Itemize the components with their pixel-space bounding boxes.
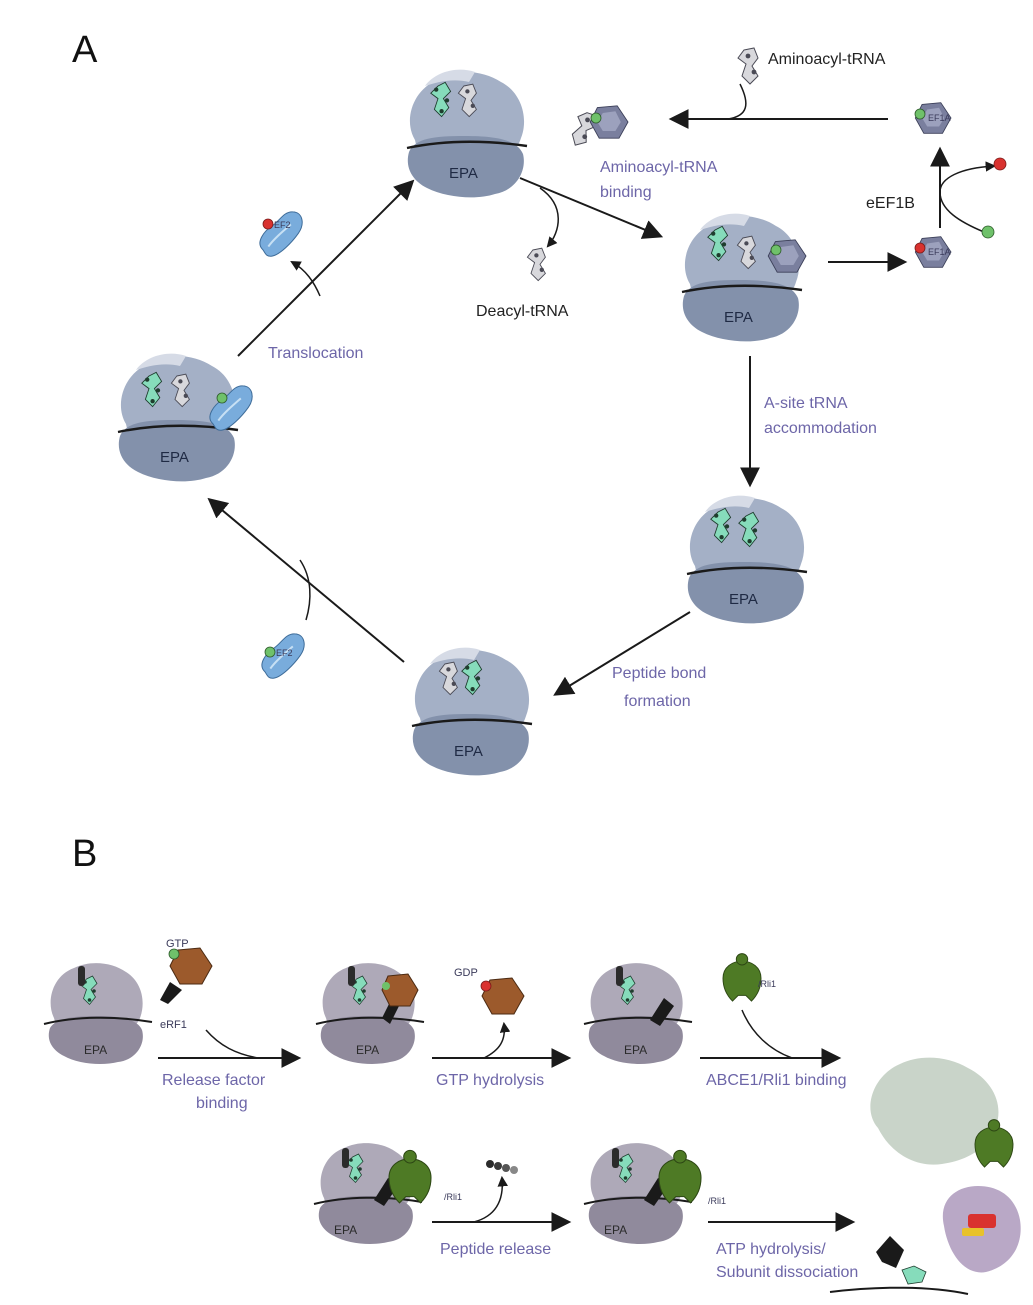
ef2-released: EF2 [254, 209, 309, 259]
init-factor-red [968, 1214, 996, 1228]
ef1a-free-top: EF1A [914, 102, 952, 134]
deacyl-trna [526, 247, 546, 282]
b-ribosome-3: EPA [583, 962, 693, 1065]
atp-hydrolysis-label-1: ATP hydrolysis/ [716, 1241, 826, 1258]
ribosome-left: EPA [116, 352, 259, 483]
site-label-top: EPA [449, 165, 478, 182]
arrow-abce1-join [741, 1009, 793, 1059]
site-label-bottom: EPA [454, 743, 483, 760]
gtp-label: GTP [166, 938, 189, 950]
b-ribosome-5: EPA [583, 1142, 702, 1245]
init-factor-yellow [962, 1228, 984, 1236]
arrow-ef2-join [299, 559, 311, 621]
ternary-complex [564, 105, 629, 150]
ribosome-lower-right: EPA [685, 494, 809, 625]
gdp-dot [993, 157, 1007, 171]
ef1a-gdp: EF1A [914, 236, 952, 268]
peptide-release-label: Peptide release [440, 1241, 551, 1258]
b-site-label-1: EPA [84, 1043, 107, 1057]
peptide-bond-label-2: formation [624, 693, 691, 710]
arrow-deacyl-release [539, 187, 559, 248]
arrow-translocation [237, 179, 415, 357]
aminoacyl-binding-label-1: Aminoacyl-tRNA [600, 159, 718, 176]
b-ribosome-4: EPA [313, 1142, 432, 1245]
arrow-gdp-out [939, 161, 997, 233]
arrow-rf-join [205, 1029, 259, 1059]
erf1-label: eRF1 [160, 1019, 187, 1031]
b-site-label-4: EPA [334, 1223, 357, 1237]
ribosome-top: EPA [405, 68, 529, 199]
gtp-dot [981, 225, 995, 239]
translocation-label: Translocation [268, 345, 363, 362]
rli1-label-top: /Rli1 [758, 979, 776, 989]
abce1-free [722, 953, 762, 1002]
release-binding-label-1: Release factor [162, 1072, 266, 1089]
ef1a-label-top: EF1A [928, 113, 951, 123]
atp-hydrolysis-label-2: Subunit dissociation [716, 1264, 858, 1281]
ribosome-bottom: EPA [410, 646, 534, 777]
release-binding-label-2: binding [196, 1095, 248, 1112]
panel-b-label: B [72, 833, 97, 875]
site-label-lower-right: EPA [729, 591, 758, 608]
rli1-label-right: /Rli1 [708, 1196, 726, 1206]
b-site-label-5: EPA [604, 1223, 627, 1237]
ef2-label-incoming: EF2 [276, 648, 293, 658]
ef2-label-released: EF2 [274, 220, 291, 230]
abce1-binding-label: ABCE1/Rli1 binding [706, 1072, 847, 1089]
gtp-hydrolysis-label: GTP hydrolysis [436, 1072, 544, 1089]
mrna-dissociated [829, 1286, 969, 1295]
trna-dissociated [901, 1265, 927, 1285]
deacyl-trna-label: Deacyl-tRNA [476, 303, 569, 320]
arrow-aa-trna-join [727, 83, 747, 120]
accommodation-label-2: accommodation [764, 420, 877, 437]
gdp-label: GDP [454, 967, 478, 979]
arrow-gdp-release-b [483, 1021, 511, 1059]
b-ribosome-1: EPA [43, 962, 153, 1065]
site-label-left: EPA [160, 449, 189, 466]
large-subunit [870, 1057, 999, 1165]
peptide-bond-label-1: Peptide bond [612, 665, 706, 682]
b-site-label-3: EPA [624, 1043, 647, 1057]
site-label-right: EPA [724, 309, 753, 326]
arrow-binding [519, 177, 664, 239]
erf1-dissociated [876, 1236, 904, 1268]
accommodation-label-1: A-site tRNA [764, 395, 848, 412]
arrow-peptide-bond [553, 611, 691, 696]
arrow-peptide-out [473, 1175, 508, 1223]
aminoacyl-trna-incoming [737, 47, 759, 85]
erf3-gdp [480, 977, 525, 1015]
erf1-erf3 [160, 947, 213, 1004]
b-site-label-2: EPA [356, 1043, 379, 1057]
aminoacyl-binding-label-2: binding [600, 184, 652, 201]
panel-a-label: A [72, 29, 98, 71]
arrow-ef2-binding [207, 497, 405, 663]
ribosome-right: EPA [680, 212, 807, 343]
rli1-label-mid: /Rli1 [444, 1192, 462, 1202]
eef1b-label: eEF1B [866, 195, 915, 212]
b-ribosome-2: EPA [315, 962, 425, 1065]
ef1a-label-bottom: EF1A [928, 247, 951, 257]
arrow-ef2-release [290, 260, 321, 297]
aminoacyl-trna-label: Aminoacyl-tRNA [768, 51, 886, 68]
ef2-incoming: EF2 [256, 631, 311, 681]
released-peptide [486, 1160, 518, 1174]
